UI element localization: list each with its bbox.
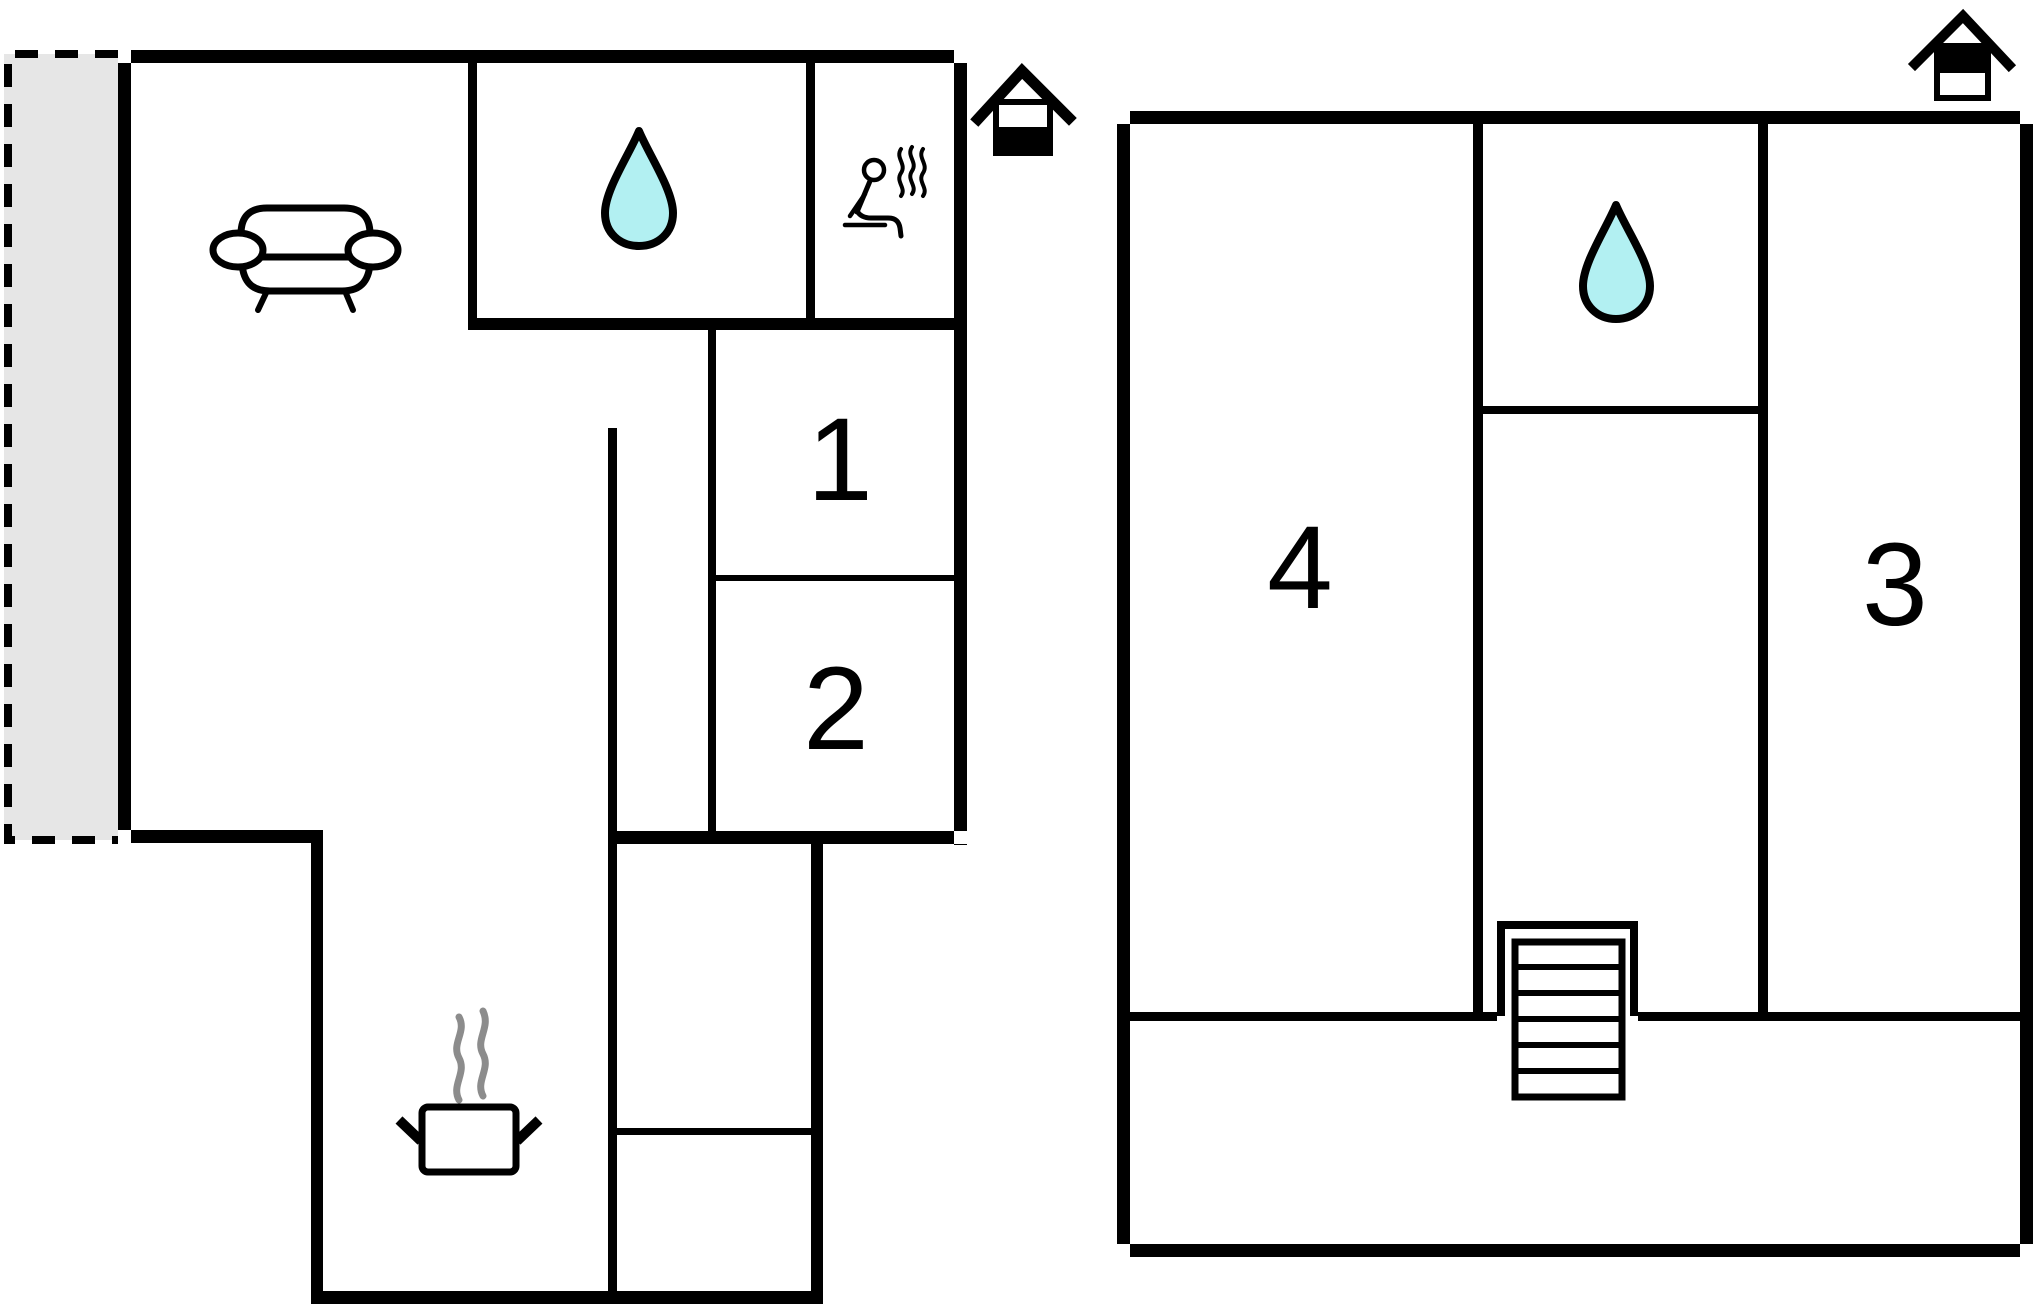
sauna-person-icon — [842, 145, 927, 239]
room-3-label: 3 — [1862, 519, 1928, 651]
pot-steam-line — [477, 1007, 489, 1100]
house-marker-ground-floor-icon — [970, 63, 1077, 156]
staircase — [1511, 938, 1626, 1101]
room-1-label: 1 — [807, 394, 873, 526]
stair-treads — [1515, 964, 1622, 1074]
terrace-area — [4, 54, 118, 840]
room-4-label: 4 — [1267, 502, 1333, 634]
water-drop-icon — [601, 127, 677, 250]
house-marker-upper-floor-icon — [1907, 8, 2017, 101]
upper-floor-plan: 4 3 — [1117, 8, 2033, 1257]
pot-steam-line — [453, 1013, 465, 1104]
ground-floor-plan: 1 2 — [4, 50, 1077, 1304]
terrace-dashed-border — [4, 50, 118, 844]
room-2-label: 2 — [803, 643, 869, 775]
cooking-pot-icon — [395, 1007, 543, 1176]
water-drop-icon — [1579, 201, 1654, 323]
ground-floor-interior-walls — [468, 57, 954, 1291]
sofa-icon — [209, 204, 402, 313]
